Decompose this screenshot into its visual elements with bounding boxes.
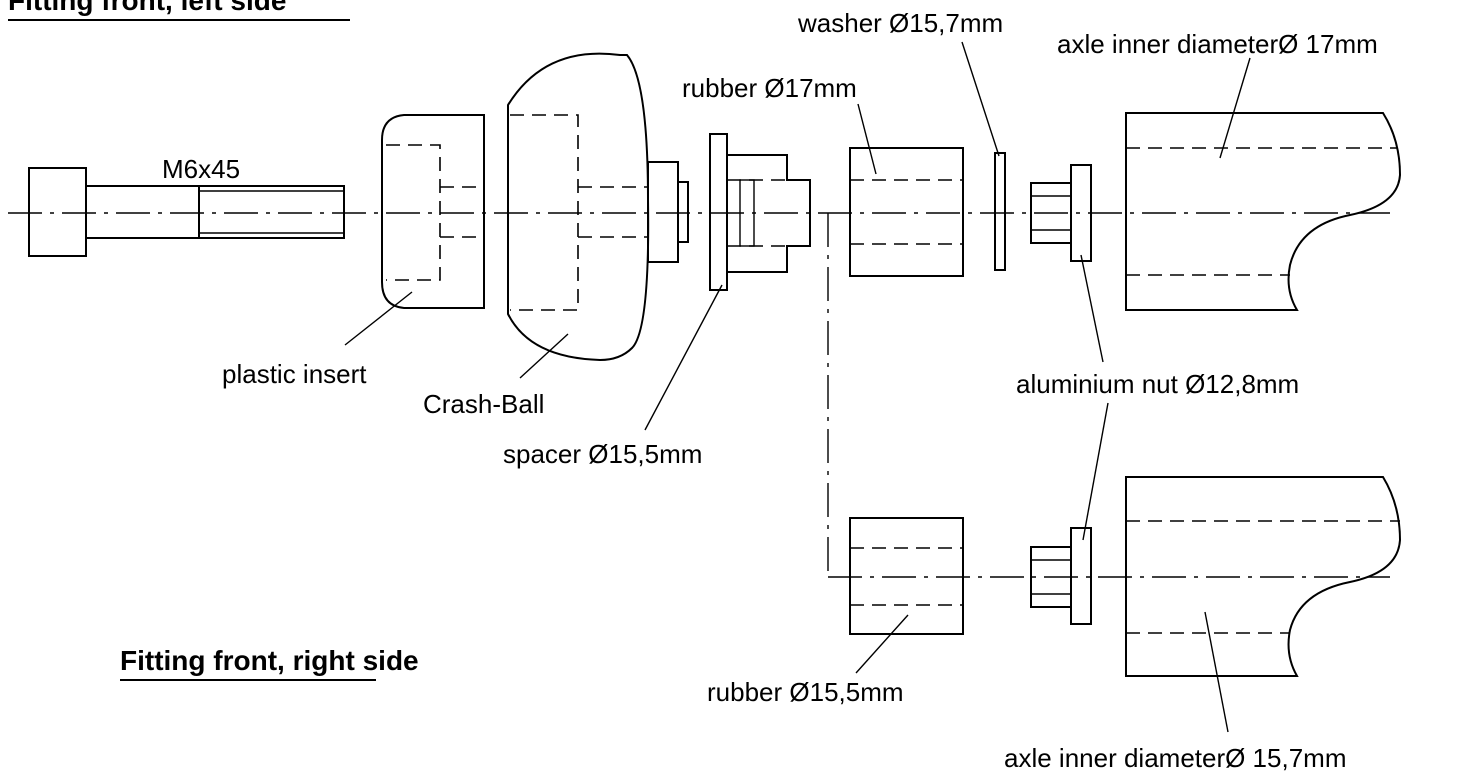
label-rubber-15-5: rubber Ø15,5mm bbox=[707, 677, 904, 707]
title-right-side-text: Fitting front, right side bbox=[120, 645, 419, 676]
leader-spacer bbox=[644, 284, 723, 431]
label-plastic-insert: plastic insert bbox=[222, 359, 367, 389]
title-left-side: Fitting front, left side bbox=[8, 0, 350, 21]
rubber-15-5mm-part bbox=[849, 517, 964, 635]
leader-nut-bottom bbox=[1082, 402, 1109, 541]
bolt-m6x45 bbox=[28, 167, 345, 257]
label-rubber-17: rubber Ø17mm bbox=[682, 73, 857, 103]
leader-rubber-15-5 bbox=[855, 614, 909, 674]
leader-nut-top bbox=[1080, 254, 1104, 363]
spacer-part bbox=[709, 133, 811, 291]
label-washer: washer Ø15,7mm bbox=[797, 8, 1003, 38]
aluminium-nut-top bbox=[1030, 164, 1092, 262]
label-spacer: spacer Ø15,5mm bbox=[503, 439, 702, 469]
label-crash-ball: Crash-Ball bbox=[423, 389, 544, 419]
label-axle-15-7: axle inner diameterØ 15,7mm bbox=[1004, 743, 1346, 773]
washer-part bbox=[994, 152, 1006, 271]
title-left-side-text: Fitting front, left side bbox=[8, 0, 286, 16]
rubber-17mm-part bbox=[849, 147, 964, 277]
leader-axle-17 bbox=[1219, 57, 1251, 159]
leader-plastic-insert bbox=[344, 291, 413, 346]
label-axle-17: axle inner diameterØ 17mm bbox=[1057, 29, 1378, 59]
axle-15-7mm-part bbox=[1125, 476, 1402, 677]
leader-washer bbox=[961, 41, 1000, 157]
leader-lines bbox=[344, 41, 1251, 733]
title-right-side: Fitting front, right side bbox=[120, 645, 419, 681]
label-aluminium-nut: aluminium nut Ø12,8mm bbox=[1016, 369, 1299, 399]
label-bolt: M6x45 bbox=[162, 154, 240, 184]
leader-crash-ball bbox=[519, 333, 569, 379]
leader-rubber-17 bbox=[857, 103, 877, 175]
axle-17mm-part bbox=[1125, 112, 1402, 311]
plastic-insert-part bbox=[381, 114, 485, 309]
leader-axle-15-7 bbox=[1204, 611, 1229, 733]
aluminium-nut-bottom bbox=[1030, 527, 1092, 625]
crash-ball-part bbox=[507, 52, 689, 362]
